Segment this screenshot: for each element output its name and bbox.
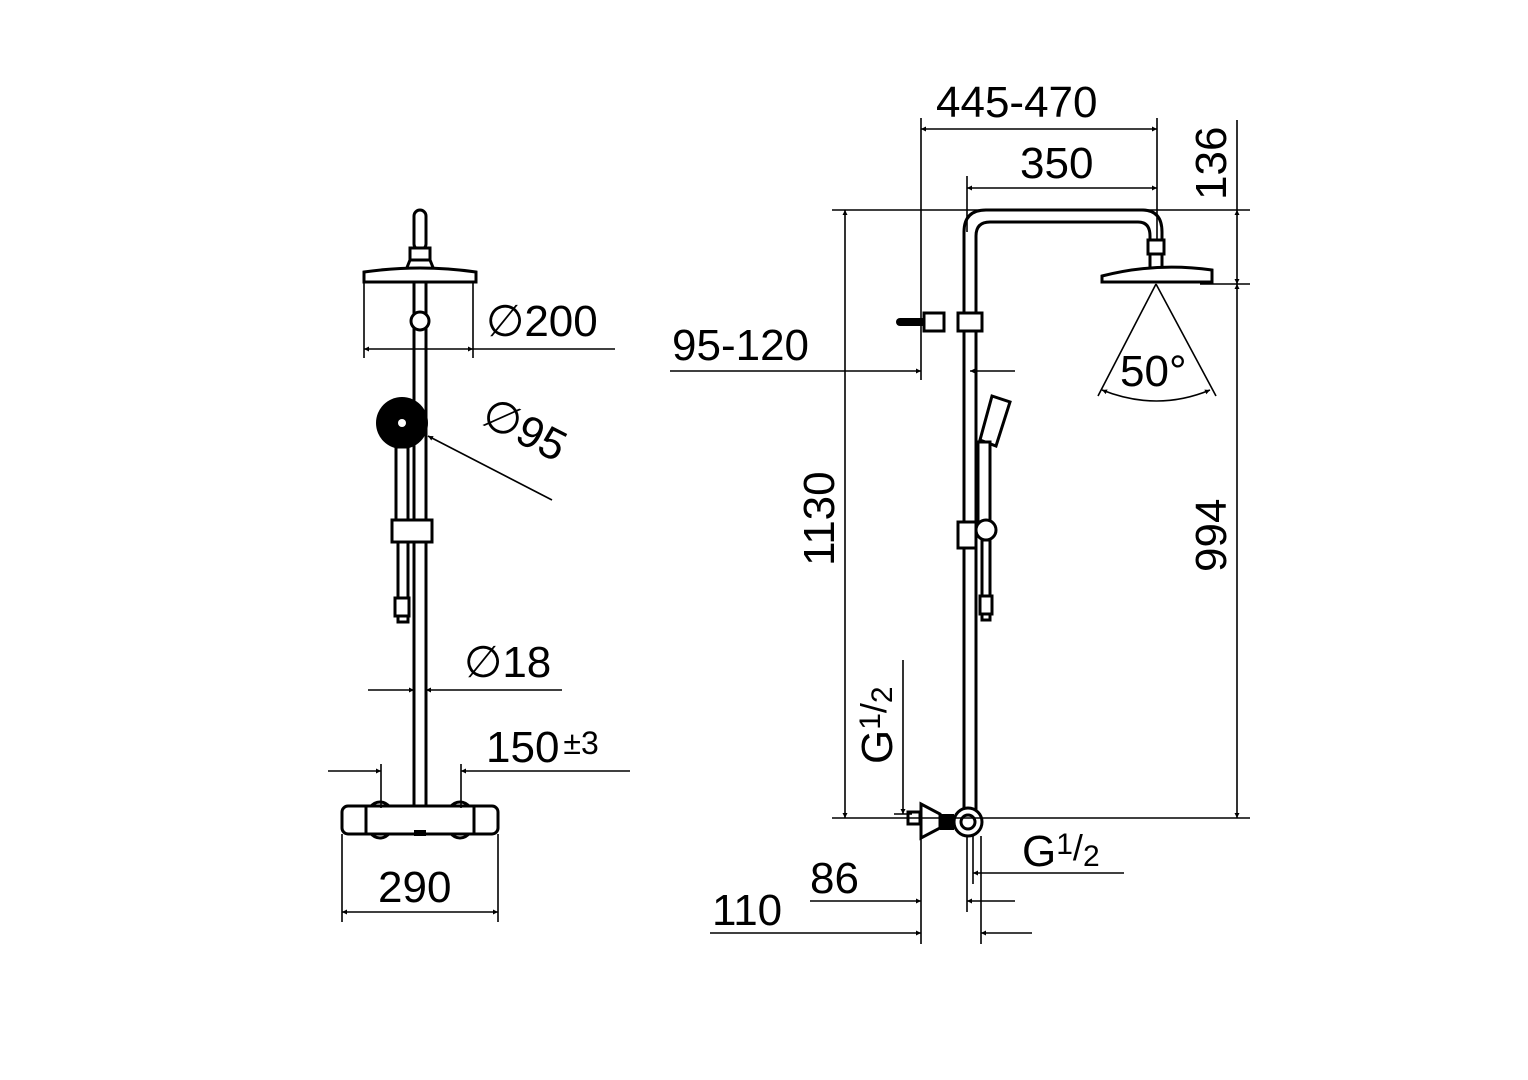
dim-pipe-diameter: ∅18 (368, 638, 562, 693)
dim-arm-length: 350 (966, 139, 1157, 232)
dim-hand-shower-diameter: ∅95 (427, 388, 574, 501)
dim-head-diameter: ∅200 (363, 282, 615, 358)
head-drop-label: 136 (1187, 127, 1236, 200)
mixer-width-label: 290 (378, 863, 451, 912)
dim-total-height: 1130 (795, 210, 848, 818)
wall-bracket-offset-label: 95-120 (672, 321, 809, 370)
dim-wall-bracket-offset: 95-120 (670, 321, 1015, 374)
front-rain-head (362, 266, 478, 284)
dim-wall-offset-max: 110 (710, 836, 1032, 944)
pipe-diameter-label: ∅18 (464, 638, 551, 687)
side-rain-head (1100, 265, 1214, 284)
side-wall-bracket (896, 311, 984, 333)
wall-offset-min-label: 86 (810, 854, 859, 903)
top-inlet-thread-label: G1/2 (853, 686, 902, 764)
dim-wall-offset-min: 86 (810, 836, 1015, 944)
arm-reach-label: 445-470 (936, 78, 1097, 127)
dim-top-inlet-thread: G1/2 (853, 660, 912, 815)
side-inlet-thread-label: G1/2 (1022, 827, 1100, 876)
side-view: 50° (670, 78, 1250, 944)
dim-head-drop: 136 (1187, 120, 1240, 284)
head-diameter-label: ∅200 (486, 297, 598, 346)
arm-length-label: 350 (1020, 139, 1093, 188)
wall-offset-max-label: 110 (712, 886, 782, 935)
dim-inlet-spacing: 150±3 (328, 723, 630, 808)
spray-angle-label: 50° (1120, 347, 1187, 396)
side-thermostatic-mixer (906, 801, 984, 841)
head-height-label: 994 (1187, 499, 1236, 572)
hand-shower-diameter-label: ∅95 (474, 388, 574, 471)
side-hand-shower (956, 394, 1012, 622)
front-thermostatic-mixer (340, 800, 500, 840)
dim-mixer-width: 290 (341, 834, 499, 922)
front-view: ∅200 ∅95 ∅18 150±3 290 (328, 208, 630, 922)
dim-arm-reach: 445-470 (920, 78, 1158, 380)
side-riser-and-arm (962, 208, 1166, 818)
dim-side-inlet-thread: G1/2 (972, 827, 1124, 884)
spray-cone: 50° (1097, 283, 1217, 402)
dim-head-height: 994 (1187, 284, 1240, 818)
front-hand-shower (376, 397, 434, 624)
total-height-label: 1130 (795, 471, 844, 566)
front-riser-pipe (409, 282, 431, 812)
front-arm-stub (403, 208, 437, 272)
inlet-spacing-label: 150±3 (486, 723, 599, 772)
